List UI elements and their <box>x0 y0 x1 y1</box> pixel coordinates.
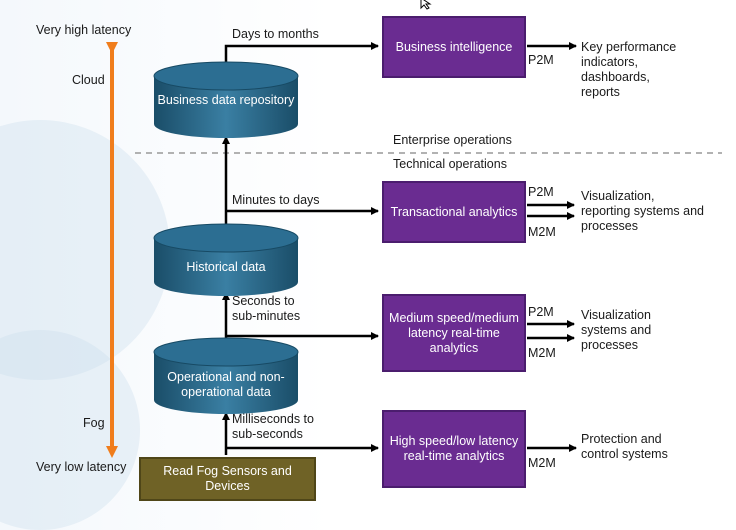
technical-operations-label: Technical operations <box>393 157 507 171</box>
visualization-reporting-output-label: Visualization, reporting systems and pro… <box>581 189 704 233</box>
business-data-repository: Business data repository <box>153 60 299 140</box>
latency-low-label: Very low latency <box>36 460 127 474</box>
p2m-label-transactional: P2M <box>528 185 554 199</box>
latency-high-label: Very high latency <box>36 23 132 37</box>
connector-layer <box>106 42 722 458</box>
p2m-label-bi: P2M <box>528 53 554 67</box>
medium-latency-analytics-box: Medium speed/medium latency real-time an… <box>382 294 526 372</box>
days-to-months-label: Days to months <box>232 27 319 41</box>
fog-sensors-box: Read Fog Sensors and Devices <box>139 457 316 501</box>
fog-label: Fog <box>83 416 105 430</box>
enterprise-operations-label: Enterprise operations <box>393 133 512 147</box>
transactional-analytics-box: Transactional analytics <box>382 181 526 243</box>
minutes-to-days-label: Minutes to days <box>232 193 320 207</box>
operational-data-repository: Operational and non-operational data <box>153 336 299 416</box>
historical-data-repository: Historical data <box>153 222 299 298</box>
p2m-label-medium: P2M <box>528 305 554 319</box>
m2m-label-transactional: M2M <box>528 225 556 239</box>
mouse-cursor-icon <box>420 0 432 10</box>
low-latency-analytics-box: High speed/low latency real-time analyti… <box>382 410 526 488</box>
milliseconds-label: Milliseconds to sub-seconds <box>232 412 314 441</box>
kpi-output-label: Key performance indicators, dashboards, … <box>581 40 677 99</box>
m2m-label-medium: M2M <box>528 346 556 360</box>
protection-output-label: Protection and control systems <box>581 432 668 461</box>
m2m-label-high: M2M <box>528 456 556 470</box>
seconds-label: Seconds to sub-minutes <box>232 294 301 323</box>
cloud-label: Cloud <box>72 73 105 87</box>
business-intelligence-box: Business intelligence <box>382 16 526 78</box>
visualization-systems-output-label: Visualization systems and processes <box>581 308 652 352</box>
